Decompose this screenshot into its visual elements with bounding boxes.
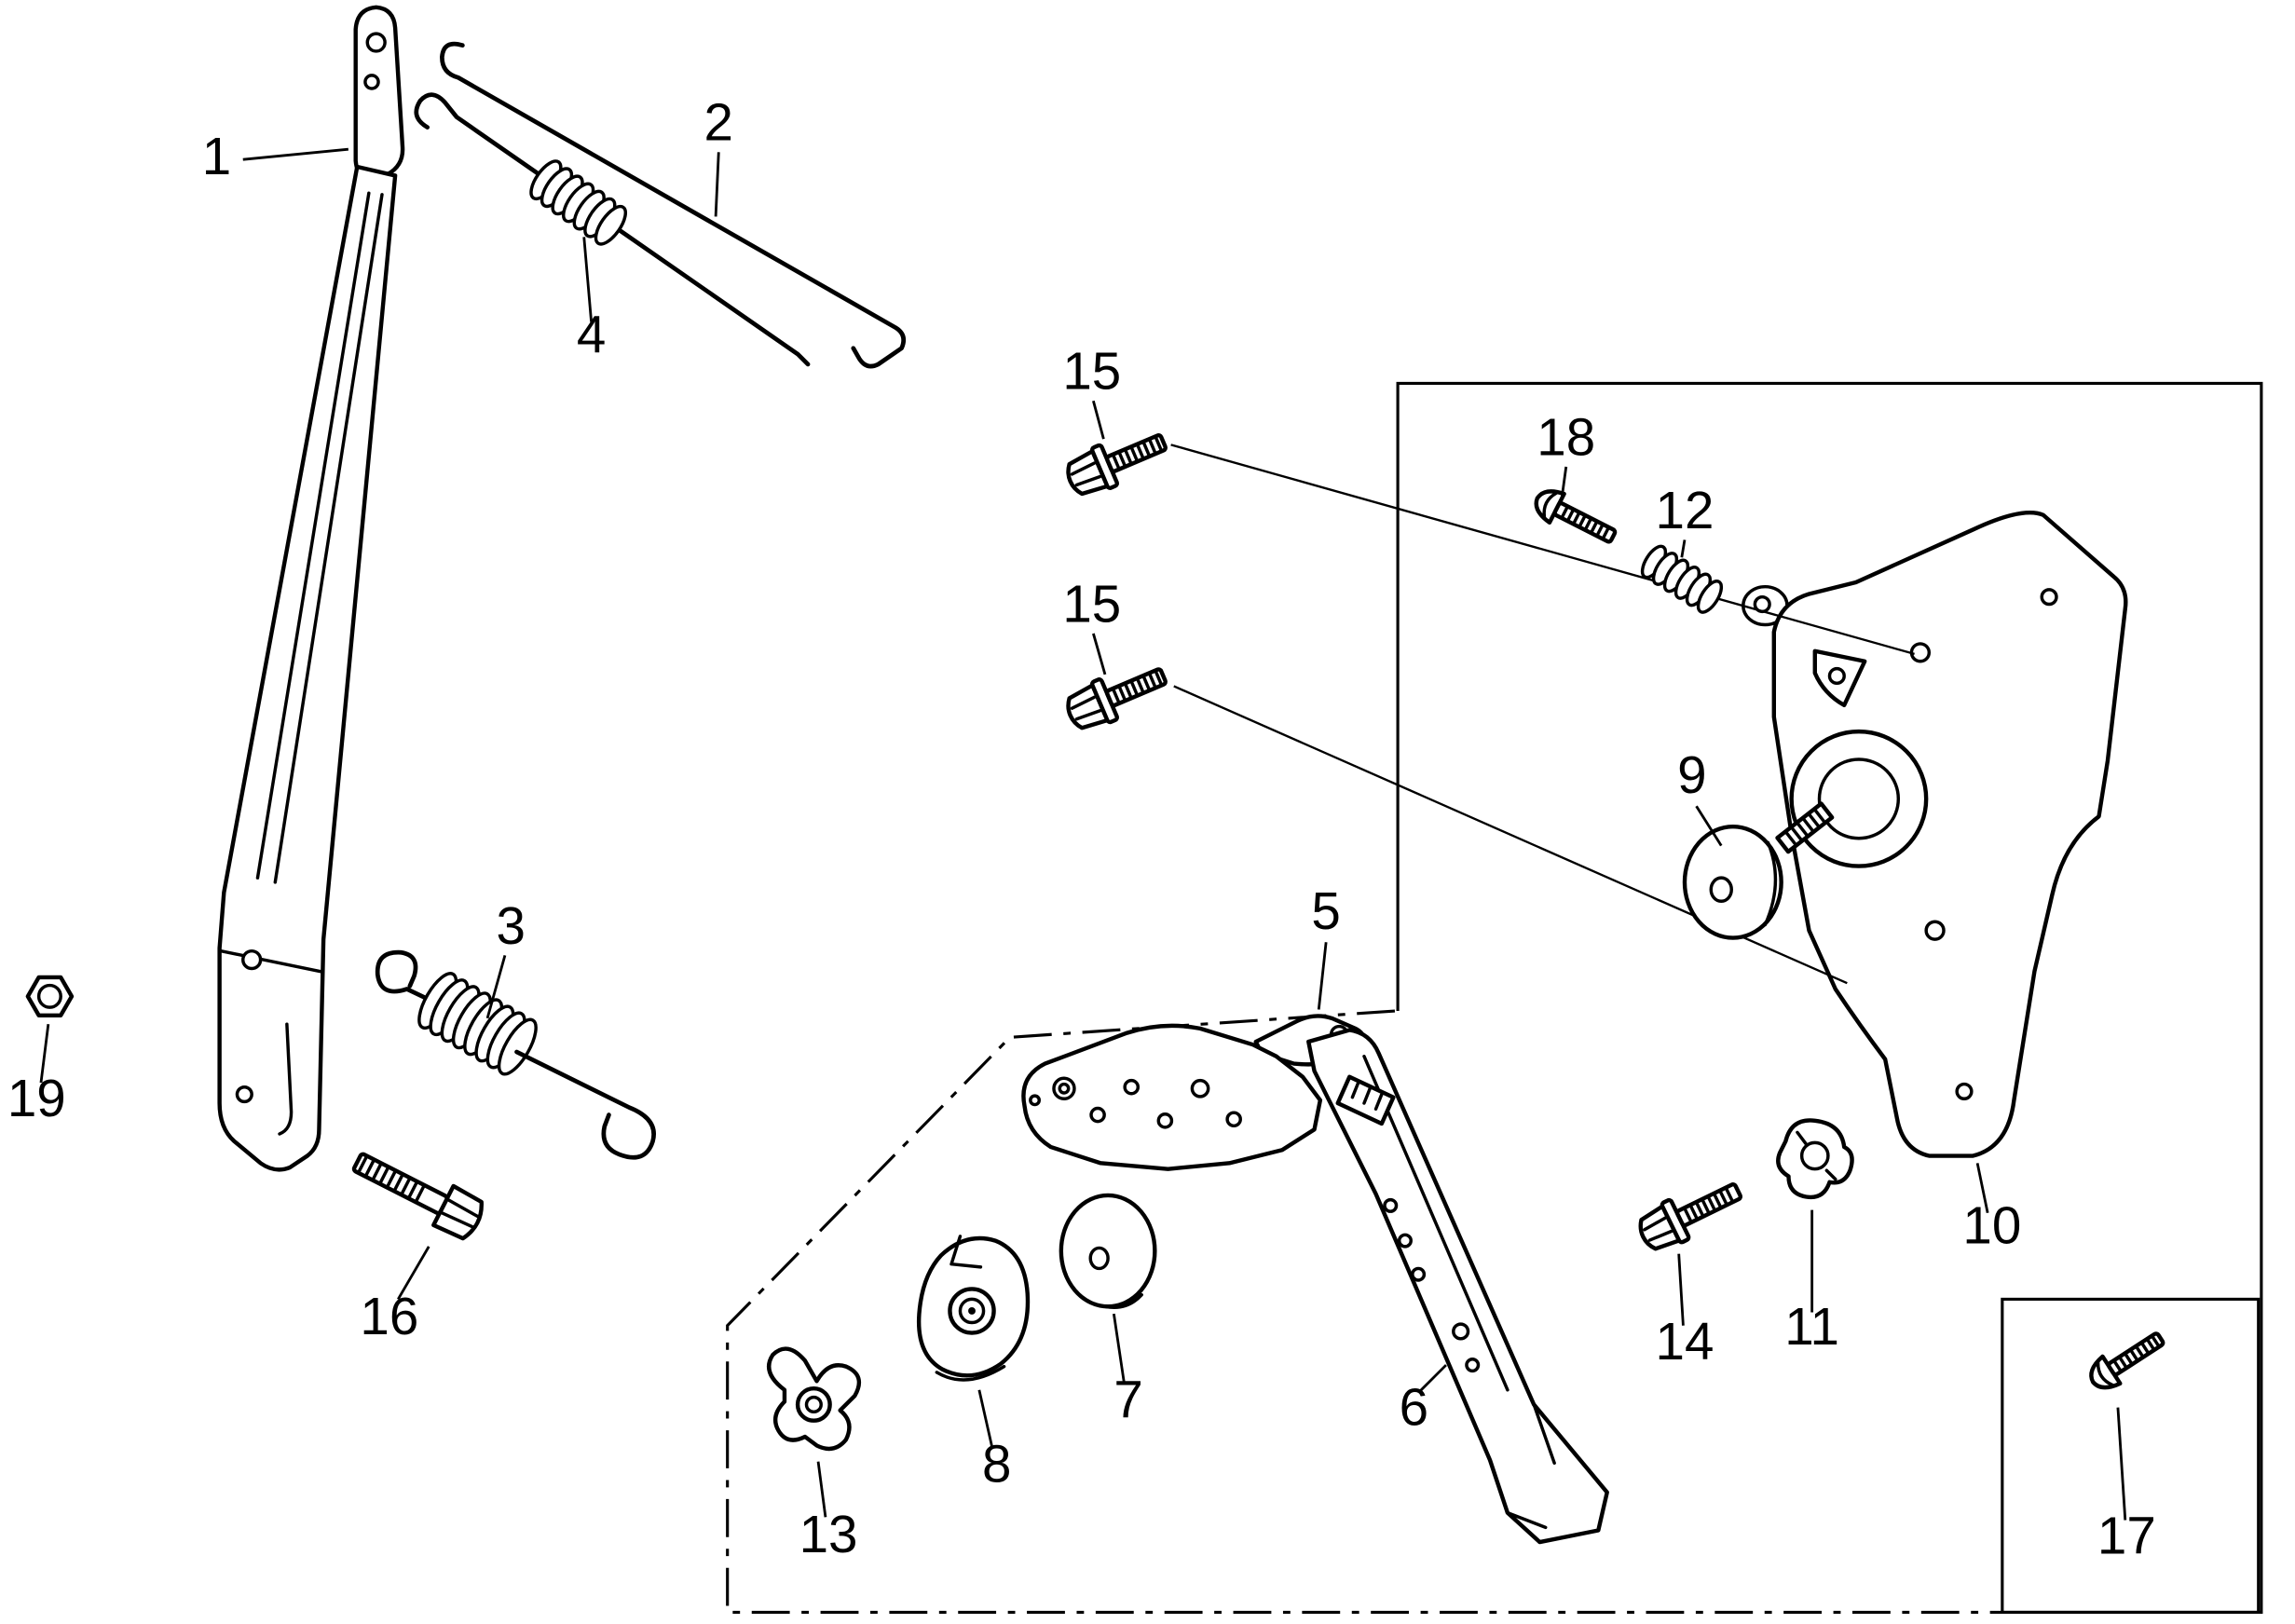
flange-bolt-14-part [1638, 1182, 1742, 1251]
return-spring-part [375, 949, 656, 1160]
callout-18: 18 [1537, 407, 1595, 466]
control-rod-part [414, 41, 907, 369]
lever-arm-part [217, 5, 405, 1172]
assembly-line-upper [1170, 444, 1915, 656]
rod-spring-part [529, 159, 628, 246]
callout-17: 17 [2097, 1507, 2156, 1565]
wing-piece-part [767, 1346, 862, 1452]
bracket-plate-part [1742, 511, 2128, 1158]
bracket-tab-hole [1827, 666, 1846, 686]
callout-3: 3 [496, 896, 525, 955]
hex-nut-part [25, 975, 75, 1017]
friction-disc-part [1059, 1193, 1157, 1309]
callout-4: 4 [577, 305, 606, 363]
bracket-hole-top-right [2040, 588, 2058, 607]
leader-lines [39, 147, 2127, 1521]
callout-15-lower: 15 [1062, 574, 1121, 633]
callout-labels: 1 2 4 3 19 16 15 15 18 12 9 10 5 6 7 8 1… [7, 93, 2156, 1565]
callout-12: 12 [1656, 481, 1714, 539]
callout-13: 13 [799, 1505, 858, 1563]
callout-1: 1 [202, 127, 231, 185]
callout-5: 5 [1311, 881, 1340, 940]
callout-8: 8 [982, 1435, 1011, 1494]
callout-10: 10 [1962, 1196, 2021, 1255]
bracket-boss-inner [1817, 757, 1901, 840]
callout-14: 14 [1656, 1312, 1714, 1371]
cam-plate-part [916, 1235, 1031, 1382]
callout-19: 19 [7, 1069, 66, 1127]
callout-15-upper: 15 [1062, 342, 1121, 401]
lever-blade-part [1306, 1028, 1609, 1545]
callout-2: 2 [704, 93, 733, 152]
callout-9: 9 [1677, 745, 1706, 804]
flange-bolt-15-upper-part [1066, 433, 1168, 497]
bracket-plate-outline [1771, 511, 2128, 1158]
callout-7: 7 [1113, 1371, 1142, 1429]
flange-bolt-15-lower-part [1066, 667, 1168, 730]
bracket-hole-lower [1924, 920, 1946, 941]
callout-6: 6 [1400, 1377, 1428, 1436]
callout-16: 16 [360, 1287, 418, 1345]
coil-spring-12-part [1640, 544, 1724, 614]
pan-screw-17-part [2089, 1331, 2165, 1390]
clamp-knob-part [1776, 1118, 1854, 1200]
bracket-pivot-stud [1775, 801, 1835, 854]
washer-disc-part [1682, 825, 1783, 940]
callout-11: 11 [1784, 1297, 1839, 1356]
screw-box-border [2001, 1297, 2261, 1615]
bracket-hole-bottom [1955, 1082, 1974, 1101]
screw-18-part [1534, 489, 1618, 544]
bracket-hole-upper [1909, 642, 1932, 663]
bracket-boss-outer [1789, 729, 1929, 868]
hex-bolt-16-part [351, 1152, 484, 1241]
